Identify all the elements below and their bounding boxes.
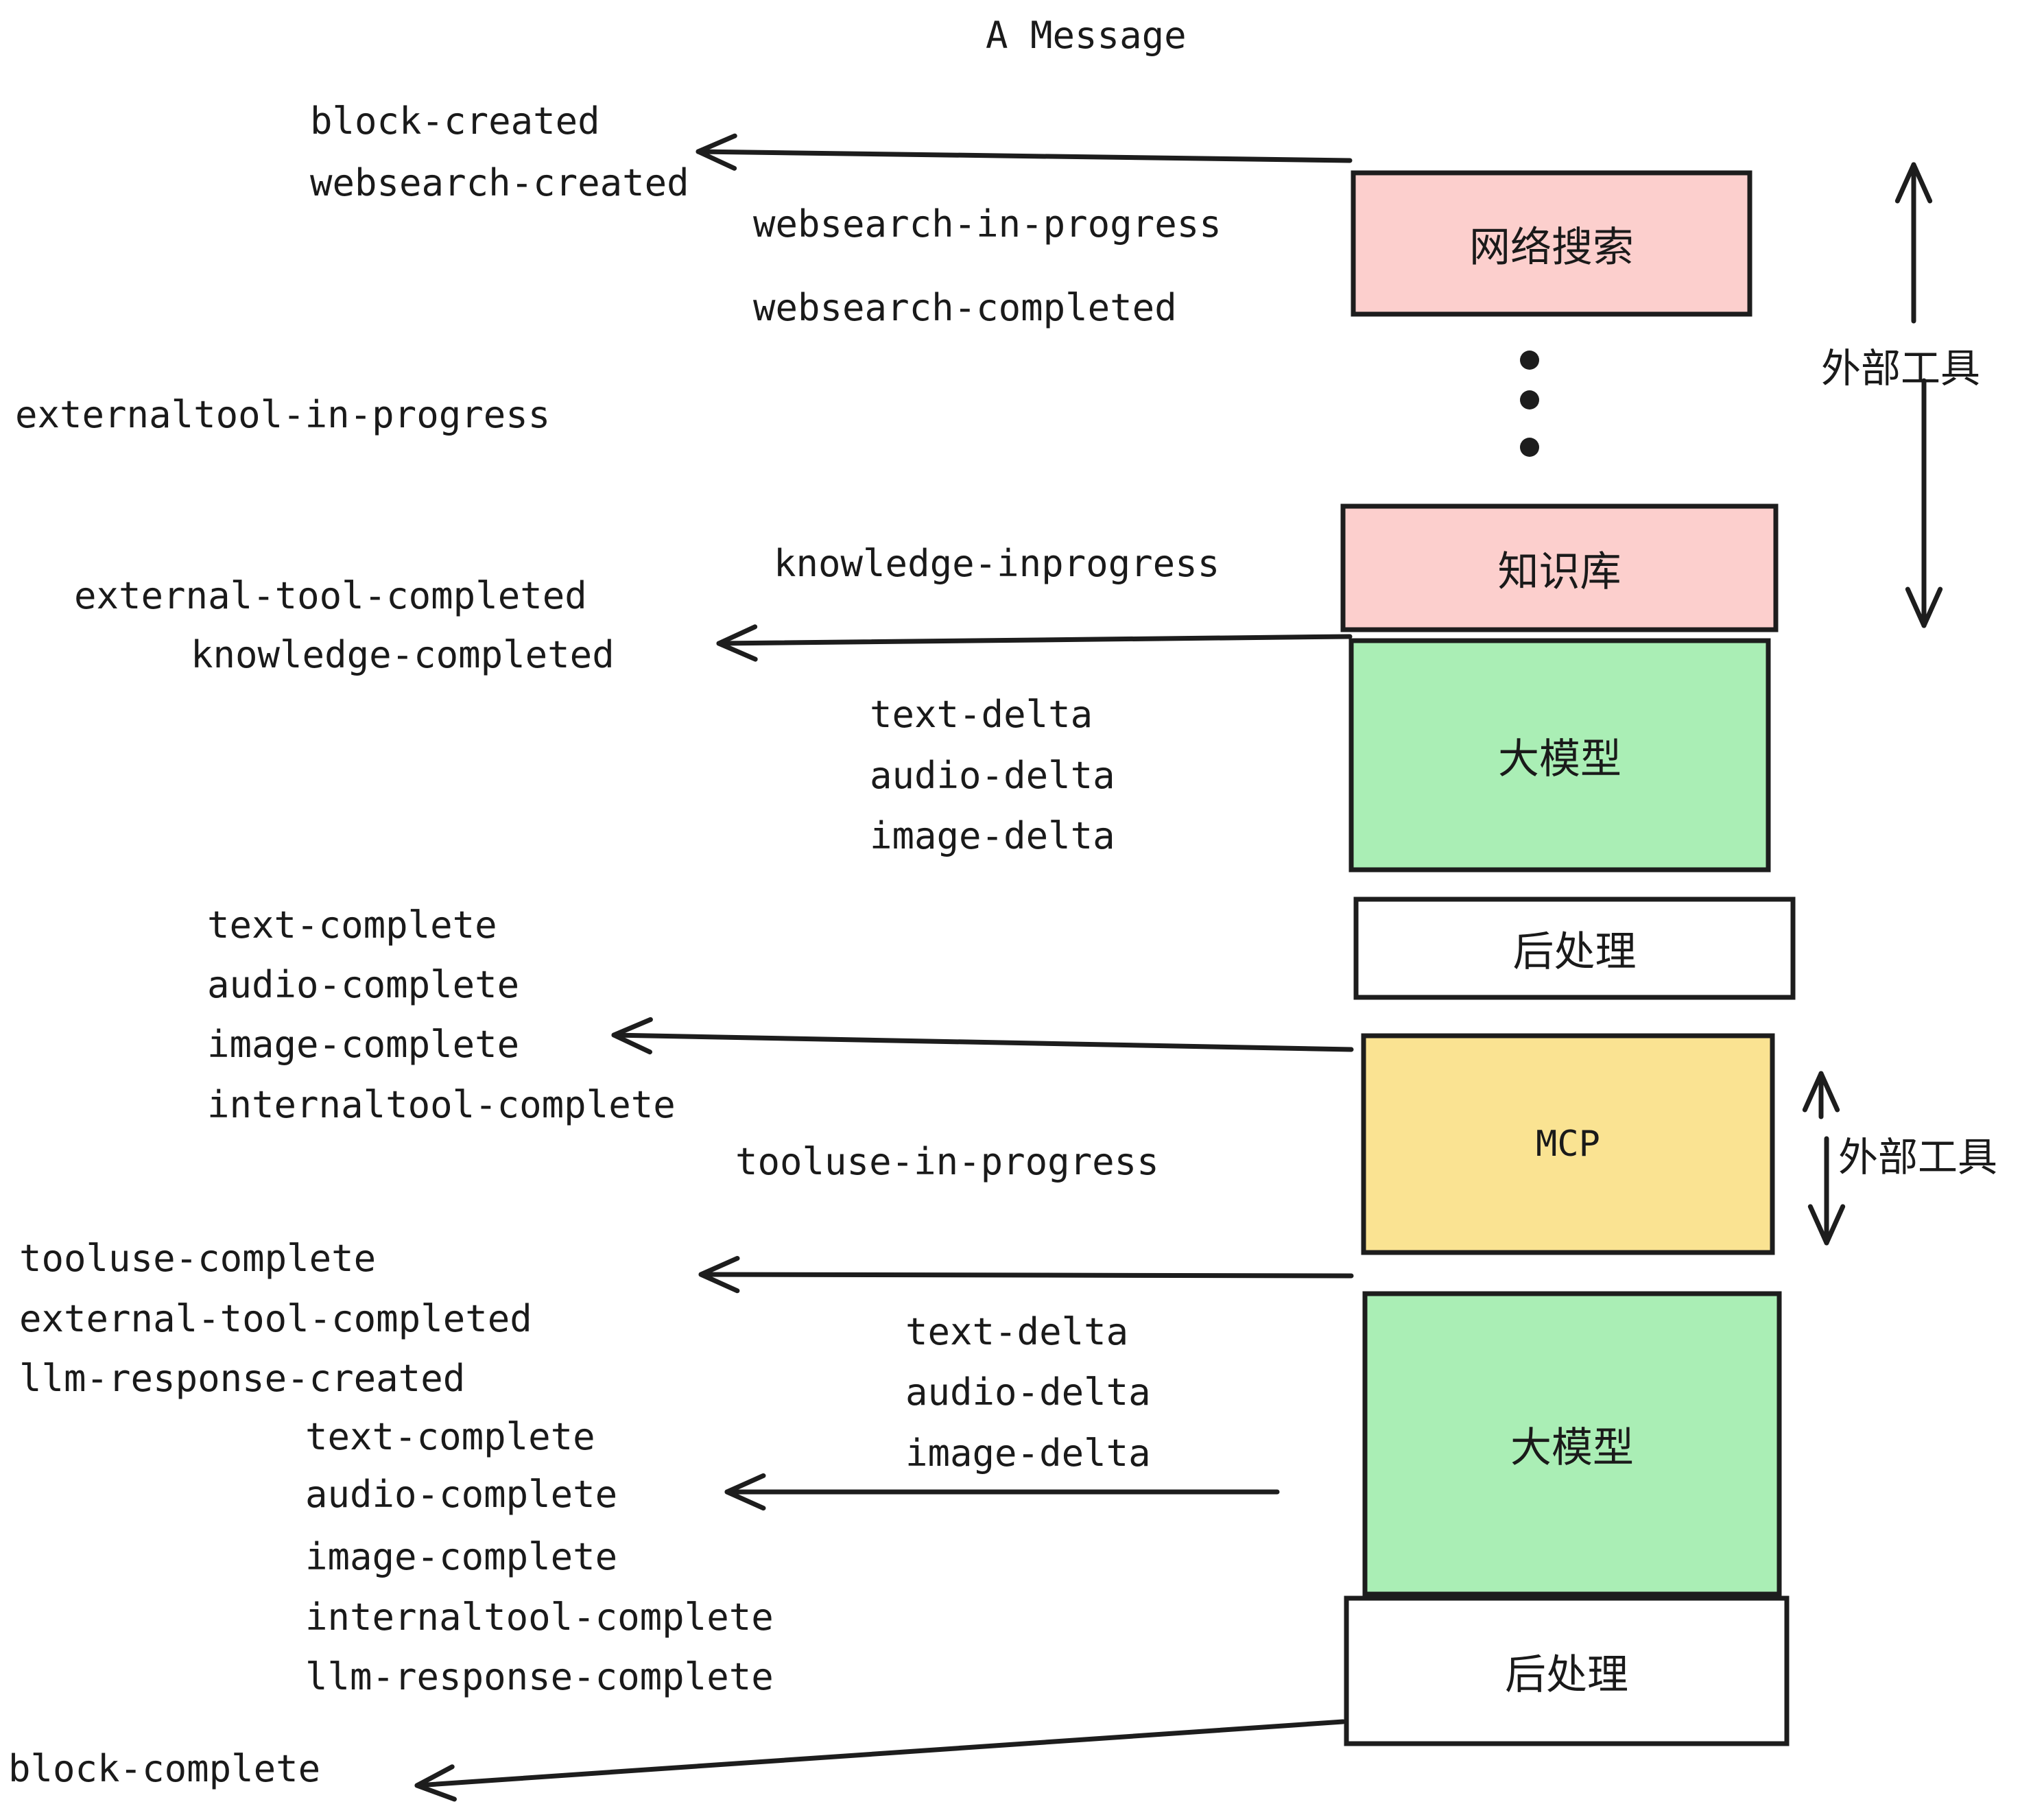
flow-arrow-websearch-to-blockcreated	[696, 133, 1353, 171]
ellipsis-dot-3	[1520, 438, 1539, 457]
event-label-audio-delta-1: audio-delta	[870, 754, 1115, 797]
event-label-tooluse-complete: tooluse-complete	[19, 1237, 377, 1280]
side-external-tools-up-bottom	[1802, 1071, 1840, 1119]
side-external-tools-up-top-head	[1894, 162, 1933, 204]
flow-arrow-postbottom-to-blockcomplete-head	[414, 1764, 457, 1802]
side-external-tools-down-top	[1905, 378, 1943, 628]
box-mcp[interactable]	[1361, 1033, 1775, 1255]
flow-arrow-postbottom-to-blockcomplete	[414, 1719, 1346, 1802]
flow-arrow-knowledge-to-completed-head	[716, 624, 758, 662]
event-label-llm-response-created: llm-response-created	[19, 1357, 466, 1400]
flow-arrow-mcp-to-tooluse-shaft	[698, 1272, 1354, 1279]
event-label-websearch-created: websearch-created	[310, 161, 689, 204]
box-llm-top[interactable]	[1348, 638, 1771, 873]
event-label-tooluse-in-progress: tooluse-in-progress	[735, 1140, 1159, 1183]
event-label-audio-delta-2: audio-delta	[905, 1370, 1151, 1414]
side-label-external-tools-top: 外部工具	[1821, 345, 1981, 392]
event-label-externaltool-in-progress: externaltool-in-progress	[15, 393, 551, 436]
flow-arrow-mcp-to-tooluse-head	[698, 1255, 740, 1294]
box-knowledge[interactable]	[1340, 503, 1779, 632]
flow-arrow-knowledge-to-completed-shaft	[716, 634, 1353, 646]
event-label-text-complete-2: text-complete	[305, 1415, 595, 1458]
event-label-external-tool-completed-2: external-tool-completed	[19, 1297, 532, 1340]
event-label-knowledge-completed: knowledge-completed	[191, 633, 615, 676]
flow-arrow-llm-to-audiocomplete-head	[724, 1473, 766, 1511]
event-label-image-complete-1: image-complete	[207, 1023, 520, 1066]
flow-arrow-postprocess-to-imagecomplete-head	[611, 1017, 653, 1055]
event-label-text-delta-2: text-delta	[905, 1310, 1129, 1353]
box-websearch[interactable]	[1351, 170, 1752, 317]
event-label-websearch-completed: websearch-completed	[753, 286, 1177, 329]
event-label-text-delta-1: text-delta	[870, 693, 1093, 736]
event-label-knowledge-inprogress: knowledge-inprogress	[774, 542, 1220, 585]
event-label-text-complete-1: text-complete	[207, 903, 497, 947]
flow-arrow-websearch-to-blockcreated-shaft	[696, 149, 1353, 163]
box-post-top[interactable]	[1353, 897, 1796, 1000]
ellipsis-dot-2	[1520, 390, 1539, 410]
page-title: A Message	[986, 14, 1187, 57]
event-label-block-created: block-created	[310, 99, 600, 143]
flow-arrow-postprocess-to-imagecomplete-shaft	[611, 1032, 1354, 1052]
flow-arrow-postbottom-to-blockcomplete-shaft	[414, 1719, 1346, 1788]
event-label-internaltool-complete-1: internaltool-complete	[207, 1083, 676, 1126]
event-label-websearch-in-progress: websearch-in-progress	[753, 202, 1222, 246]
flow-arrow-mcp-to-tooluse	[698, 1255, 1354, 1294]
event-label-image-complete-2: image-complete	[305, 1535, 618, 1578]
side-external-tools-down-bottom-head	[1807, 1204, 1846, 1246]
side-external-tools-up-bottom-head	[1802, 1071, 1840, 1113]
event-label-llm-response-complete: llm-response-complete	[305, 1655, 774, 1698]
box-post-bottom[interactable]	[1344, 1595, 1790, 1746]
side-external-tools-down-bottom	[1807, 1136, 1846, 1246]
flow-arrow-websearch-to-blockcreated-head	[696, 133, 737, 171]
event-label-audio-complete-2: audio-complete	[305, 1473, 618, 1516]
event-label-internaltool-complete-2: internaltool-complete	[305, 1595, 774, 1639]
side-external-tools-up-top	[1894, 162, 1933, 324]
box-llm-bottom[interactable]	[1362, 1291, 1782, 1597]
side-external-tools-down-top-head	[1905, 586, 1943, 628]
flow-arrow-llm-to-audiocomplete	[724, 1473, 1280, 1511]
event-label-block-complete: block-complete	[8, 1747, 321, 1790]
event-label-image-delta-2: image-delta	[905, 1432, 1151, 1475]
event-label-audio-complete-1: audio-complete	[207, 963, 520, 1006]
flow-arrow-knowledge-to-completed	[716, 624, 1353, 662]
ellipsis-dot-1	[1520, 351, 1539, 370]
flow-arrow-postprocess-to-imagecomplete	[611, 1017, 1354, 1055]
event-label-image-delta-1: image-delta	[870, 814, 1115, 857]
side-label-external-tools-bottom: 外部工具	[1838, 1134, 1998, 1180]
event-label-external-tool-completed-1: external-tool-completed	[74, 574, 587, 617]
